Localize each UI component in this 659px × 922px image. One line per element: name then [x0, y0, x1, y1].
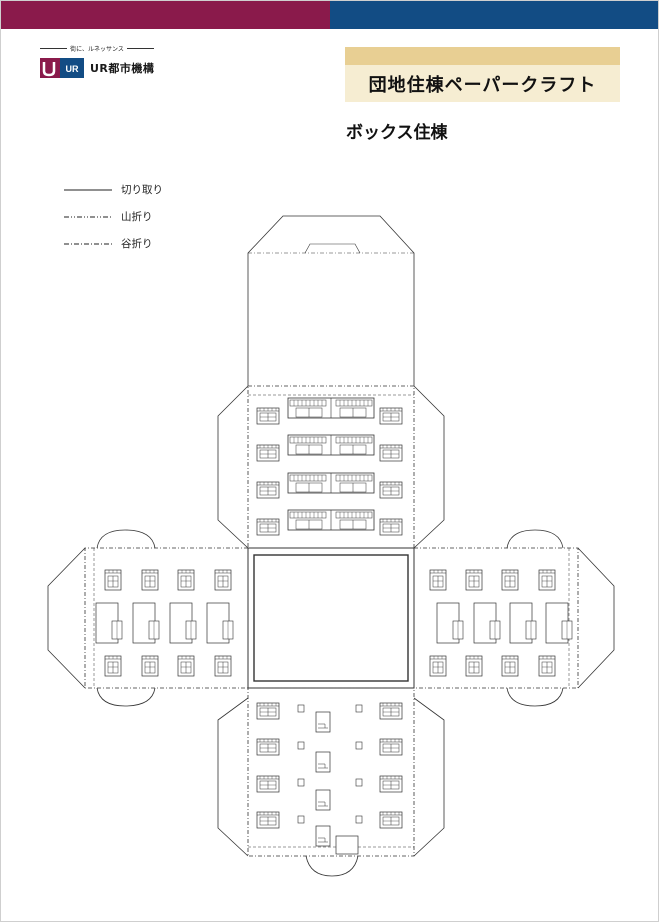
left-wall-bottom-tab — [96, 687, 156, 707]
legend-label-valley-fold: 谷折り — [121, 238, 153, 250]
dash-dot-dot-line-icon — [64, 216, 112, 217]
ur-logo: UR UR都市機構 — [40, 58, 154, 78]
bottom-wall-right-tab — [413, 697, 445, 857]
legend-item-cut: 切り取り — [64, 176, 163, 203]
tagline-rule-right — [126, 48, 155, 49]
page-title: 団地住棟ペーパークラフト — [345, 65, 620, 102]
bottom-wall-tab — [305, 855, 359, 877]
legend-label-mountain-fold: 山折り — [121, 211, 153, 223]
roof-face — [247, 547, 415, 689]
left-wall-top-tab — [96, 529, 156, 549]
legend-item-mountain-fold: 山折り — [64, 203, 163, 230]
top-wall-left-tab — [217, 385, 249, 549]
right-wall-face — [414, 547, 579, 689]
legend-label-cut: 切り取り — [121, 184, 163, 196]
brand-tagline: 街に、ルネッサンス — [70, 46, 124, 53]
right-wall-side-tab — [577, 547, 615, 689]
dash-dot-line-icon — [64, 243, 112, 244]
header-bar-left — [1, 1, 330, 29]
brand-tagline-row: 街に、ルネッサンス — [40, 44, 155, 53]
right-wall-bottom-tab — [506, 687, 564, 707]
roof-inner — [253, 554, 409, 682]
solid-line-icon — [64, 189, 112, 190]
ur-logo-mark-text: UR — [66, 64, 79, 74]
header-bar-right — [330, 1, 658, 29]
logo-text: UR都市機構 — [90, 62, 155, 75]
ur-logo-icon: UR — [40, 58, 84, 78]
page-subtitle: ボックス住棟 — [346, 123, 448, 143]
top-flap-tab — [304, 243, 361, 254]
title-accent-strip — [345, 47, 620, 65]
left-wall-face — [84, 547, 248, 689]
legend-item-valley-fold: 谷折り — [64, 230, 163, 257]
top-flap-outline — [247, 215, 415, 386]
line-legend: 切り取り 山折り 谷折り — [64, 176, 163, 257]
top-wall-right-tab — [413, 385, 445, 549]
tagline-rule-left — [40, 48, 68, 49]
left-wall-side-tab — [47, 547, 86, 689]
right-wall-top-tab — [506, 529, 564, 549]
bottom-wall-face — [247, 687, 415, 857]
bottom-wall-left-tab — [217, 697, 249, 857]
ur-logo-mark: UR — [40, 58, 84, 78]
title-banner: 団地住棟ペーパークラフト — [345, 47, 620, 102]
